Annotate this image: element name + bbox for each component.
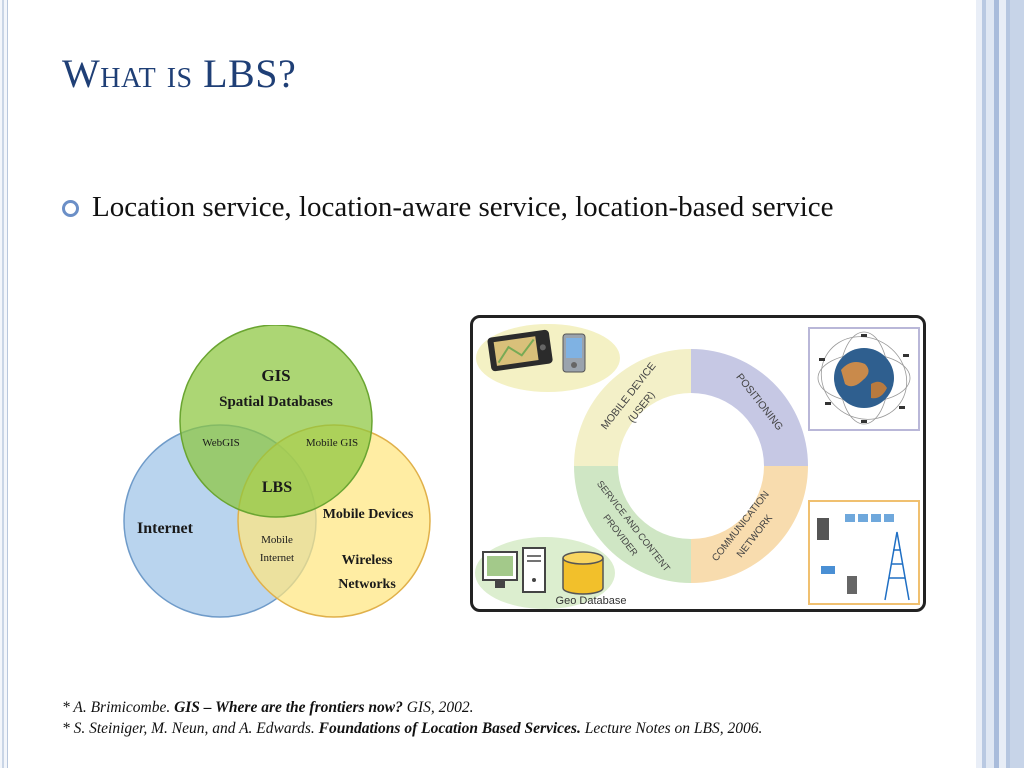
venn-label-internet: Internet	[137, 520, 194, 537]
venn-label-mobile-devices: Mobile Devices	[323, 507, 414, 522]
slide-left-border	[0, 0, 8, 768]
venn-label-mobile-gis: Mobile GIS	[306, 437, 358, 449]
slide-right-stripes	[976, 0, 1024, 768]
venn-label-spatial: Spatial Databases	[219, 394, 333, 410]
venn-label-lbs: LBS	[262, 479, 292, 496]
reference-2: * S. Steiniger, M. Neun, and A. Edwards.…	[62, 720, 763, 737]
bullet-text: Location service, location-aware service…	[92, 191, 834, 223]
lbs-components-diagram: MOBILE DEVICE (USER) POSITIONING COMMUNI…	[470, 315, 926, 612]
segment-mobile-device	[574, 349, 691, 466]
segment-communication	[691, 466, 808, 583]
references: * A. Brimicombe. GIS – Where are the fro…	[62, 697, 942, 739]
bullet-ring-icon	[62, 200, 79, 217]
slide-title: What is LBS?	[62, 51, 297, 96]
satellite-globe-icon	[808, 327, 920, 431]
lbs-venn-diagram: GIS Spatial Databases WebGIS Mobile GIS …	[123, 325, 431, 618]
geo-database-icon	[562, 551, 604, 595]
venn-label-mobile: Mobile	[261, 534, 293, 546]
venn-label-mobile-internet: Internet	[260, 552, 294, 564]
venn-label-gis: GIS	[261, 366, 290, 385]
segment-service	[574, 466, 691, 583]
pda-device-icon	[562, 333, 586, 373]
venn-label-wireless: Wireless	[342, 553, 393, 568]
venn-label-webgis: WebGIS	[202, 437, 240, 449]
venn-label-networks: Networks	[338, 577, 396, 592]
lbs-components-svg: MOBILE DEVICE (USER) POSITIONING COMMUNI…	[475, 324, 920, 609]
label-geo-database: Geo Database	[556, 595, 627, 607]
gps-device-icon	[487, 329, 553, 372]
reference-1: * A. Brimicombe. GIS – Where are the fro…	[62, 699, 474, 716]
venn-circle-gis	[179, 325, 373, 518]
segment-positioning	[691, 349, 808, 466]
bullet-item: Location service, location-aware service…	[62, 188, 882, 226]
server-workstation-icon	[482, 547, 546, 593]
communication-network-icon	[808, 500, 920, 605]
